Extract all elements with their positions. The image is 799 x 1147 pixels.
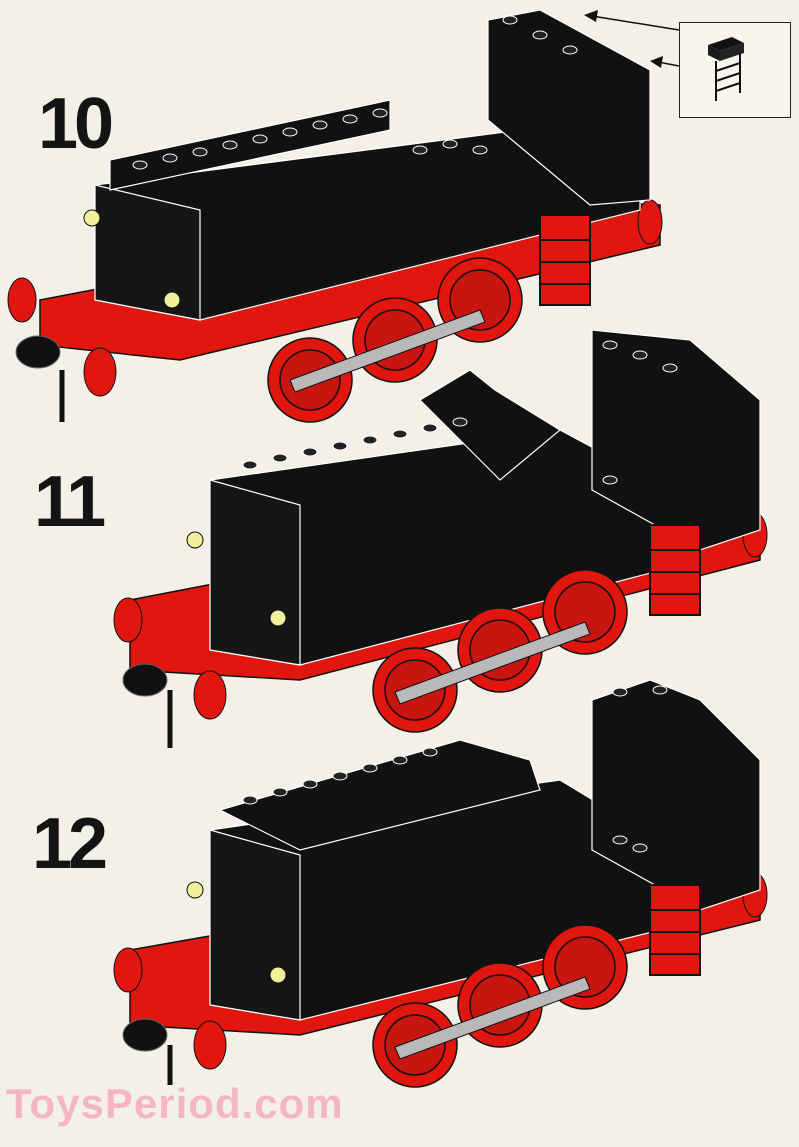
step-number-11: 11: [34, 462, 106, 542]
locomotive-step-11: [113, 330, 768, 748]
locomotive-step-12: [113, 680, 768, 1088]
loco-chassis: [7, 9, 663, 423]
watermark-text: ToysPeriod.com: [6, 1080, 344, 1127]
step-number-10: 10: [38, 84, 114, 164]
parts-callout-box: [679, 22, 791, 118]
ladder-part-icon: [708, 37, 744, 101]
callout-arrows: [584, 10, 680, 68]
locomotive-step-10: [7, 9, 663, 423]
step-number-12: 12: [32, 804, 108, 884]
